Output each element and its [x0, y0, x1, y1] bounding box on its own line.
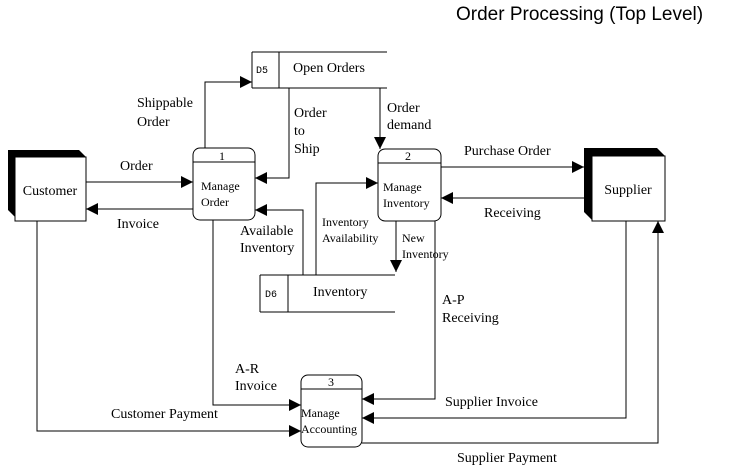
label-order-demand-2: demand: [387, 118, 431, 133]
process-1-box: [192, 147, 256, 221]
label-ar-invoice-2: Invoice: [235, 379, 277, 394]
label-available-inventory-1: Available: [240, 224, 293, 239]
process-2-label-line-1: Manage: [383, 180, 422, 194]
process-manage-inventory[interactable]: 2 Manage Inventory: [377, 148, 442, 222]
label-shippable-order-2: Order: [137, 115, 170, 130]
label-ar-invoice-1: A-R: [235, 362, 260, 377]
label-available-inventory-2: Inventory: [240, 241, 294, 256]
process-manage-order[interactable]: 1 Manage Order: [192, 147, 256, 221]
process-2-box: [377, 148, 442, 222]
label-order-to-ship-2: to: [294, 124, 305, 139]
flow-inventory-availability[interactable]: [315, 177, 378, 275]
d5-label: Open Orders: [293, 61, 365, 76]
process-3-box: [300, 374, 363, 448]
label-new-inventory-1: New: [402, 231, 425, 245]
process-1-label-line-1: Manage: [201, 179, 240, 193]
process-2-label-line-2: Inventory: [383, 196, 430, 210]
supplier-box: [591, 155, 666, 222]
label-order-to-ship-3: Ship: [294, 142, 320, 157]
flow-supplier-invoice[interactable]: [362, 221, 627, 424]
flow-customer-payment[interactable]: [36, 221, 301, 437]
flow-shippable-order[interactable]: [204, 76, 252, 148]
process-3-label-line-2: Accounting: [301, 422, 357, 436]
label-order-to-ship-1: Order: [294, 106, 327, 121]
process-1-number: 1: [219, 149, 225, 163]
label-order: Order: [120, 159, 153, 174]
d6-label: Inventory: [313, 285, 367, 300]
process-1-label-line-2: Order: [201, 195, 229, 209]
process-manage-accounting[interactable]: 3 Manage Accounting: [300, 374, 363, 448]
d6-code: D6: [265, 290, 277, 301]
label-customer-payment: Customer Payment: [111, 407, 218, 422]
flow-order-to-ship[interactable]: [255, 88, 290, 184]
process-2-number: 2: [405, 149, 411, 163]
data-store-open-orders[interactable]: D5 Open Orders: [251, 51, 387, 89]
flow-available-inventory[interactable]: [255, 204, 304, 275]
label-new-inventory-2: Inventory: [402, 247, 449, 261]
process-3-number: 3: [328, 375, 334, 389]
external-entity-supplier[interactable]: Supplier: [584, 148, 666, 222]
d5-code: D5: [256, 66, 268, 77]
label-shippable-order-1: Shippable: [137, 96, 193, 111]
label-inventory-availability-1: Inventory: [322, 215, 369, 229]
external-entity-customer[interactable]: Customer: [8, 150, 87, 222]
label-ap-receiving-2: Receiving: [442, 311, 499, 326]
label-order-demand-1: Order: [387, 101, 420, 116]
flow-ap-receiving[interactable]: [362, 221, 436, 405]
label-ap-receiving-1: A-P: [442, 293, 465, 308]
flow-supplier-payment[interactable]: [362, 221, 664, 444]
supplier-label: Supplier: [604, 183, 652, 198]
label-purchase-order: Purchase Order: [464, 144, 551, 159]
customer-box: [14, 156, 87, 222]
label-inventory-availability-2: Availability: [322, 231, 378, 245]
label-supplier-payment: Supplier Payment: [457, 451, 557, 466]
process-3-label-line-1: Manage: [301, 406, 340, 420]
label-invoice: Invoice: [117, 217, 159, 232]
diagram-title: Order Processing (Top Level): [456, 4, 703, 25]
label-supplier-invoice: Supplier Invoice: [445, 395, 538, 410]
flow-ar-invoice[interactable]: [212, 220, 301, 411]
label-receiving: Receiving: [484, 206, 541, 221]
data-store-inventory[interactable]: D6 Inventory: [259, 274, 395, 313]
customer-label: Customer: [23, 184, 78, 199]
